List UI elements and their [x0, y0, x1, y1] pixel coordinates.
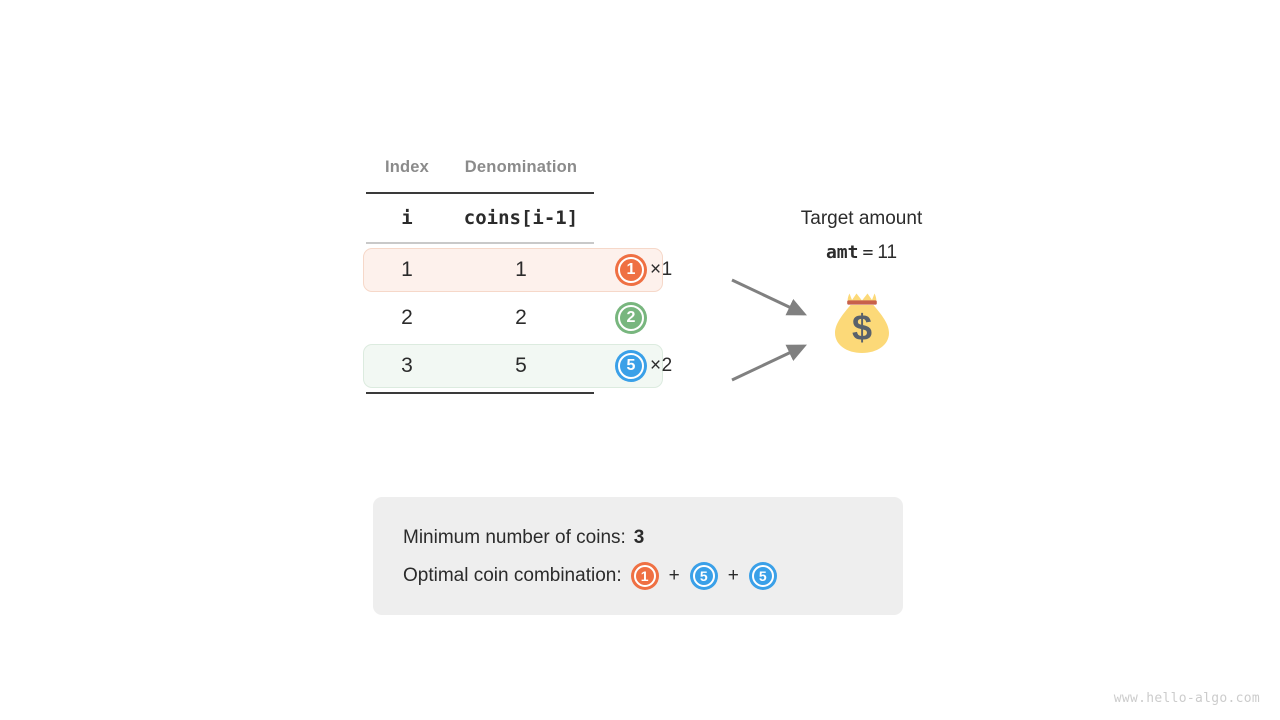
target-amount-label: Target amount: [800, 208, 923, 229]
table-subheader-row: i coins[i-1]: [366, 194, 594, 242]
table-body: 1 1 1 ×1 2 2 2: [363, 248, 672, 388]
combo-coin-orange: 1: [630, 562, 659, 590]
subheader-denomination-expression: coins[i-1]: [463, 207, 579, 229]
cell-index: 1: [401, 258, 413, 281]
table-row: 3 5 5 ×2: [363, 344, 672, 388]
coin-slot: 5: [615, 350, 647, 382]
equals-sign: =: [862, 242, 874, 263]
subheader-index-variable: i: [401, 207, 413, 229]
plus-sign: +: [668, 565, 680, 586]
arrow-coin5-to-bag: [731, 344, 807, 382]
column-header-denomination: Denomination: [464, 158, 578, 176]
row-cells: 3 5: [366, 354, 594, 378]
coin-combination-group: 1 + 5 + 5: [630, 562, 777, 590]
bag-body: [835, 305, 889, 353]
table-row: 1 1 1 ×1: [363, 248, 672, 292]
optimal-combination-line: Optimal coin combination: 1 + 5 + 5: [403, 557, 903, 595]
summary-panel: Minimum number of coins: 3 Optimal coin …: [373, 497, 903, 615]
combo-coin-blue-1: 5: [689, 562, 718, 590]
row-cells: 1 1: [366, 258, 594, 282]
arrow-coin1-to-bag: [731, 278, 807, 316]
table-bottom-divider: [366, 392, 594, 394]
minimum-coins-value: 3: [633, 527, 645, 548]
cell-denomination: 5: [515, 354, 527, 377]
minimum-coins-label: Minimum number of coins:: [403, 527, 626, 548]
cell-denomination: 2: [515, 306, 527, 329]
row-cells: 2 2: [366, 306, 594, 330]
plus-sign: +: [727, 565, 739, 586]
table-row: 2 2 2: [366, 296, 647, 340]
target-value: 11: [877, 242, 898, 263]
table-top-divider: [366, 192, 594, 194]
bag-band: [847, 300, 877, 305]
table-header-row: Index Denomination: [366, 158, 594, 192]
multiplier-label: ×1: [650, 259, 673, 280]
dollar-sign: $: [852, 307, 872, 348]
table-subheader-divider: [366, 242, 594, 244]
row-highlight-green: [363, 344, 663, 388]
coin-token-blue: 5: [615, 350, 647, 382]
coin-token-green: 2: [615, 302, 647, 334]
cell-index: 2: [401, 306, 413, 329]
money-bag-icon: $: [835, 293, 889, 353]
target-variable-name: amt: [825, 242, 859, 263]
combo-coin-blue-2: 5: [748, 562, 777, 590]
coin-slot: 1: [615, 254, 647, 286]
cell-denomination: 1: [515, 258, 527, 281]
bag-top-shape: [847, 293, 877, 301]
row-highlight-orange: [363, 248, 663, 292]
multiplier-label: ×2: [650, 355, 673, 376]
optimal-combination-label: Optimal coin combination:: [403, 565, 622, 586]
column-header-index: Index: [384, 158, 430, 176]
coin-slot: 2: [615, 302, 647, 334]
site-watermark: www.hello-algo.com: [1113, 691, 1260, 706]
cell-index: 3: [401, 354, 413, 377]
flow-arrows: [731, 278, 807, 382]
minimum-coins-line: Minimum number of coins: 3: [403, 519, 903, 557]
target-amount-expression: amt=11: [783, 242, 940, 264]
coin-token-orange: 1: [615, 254, 647, 286]
coin-denomination-table: Index Denomination i coins[i-1] 1 1 1 ×1: [363, 158, 672, 394]
